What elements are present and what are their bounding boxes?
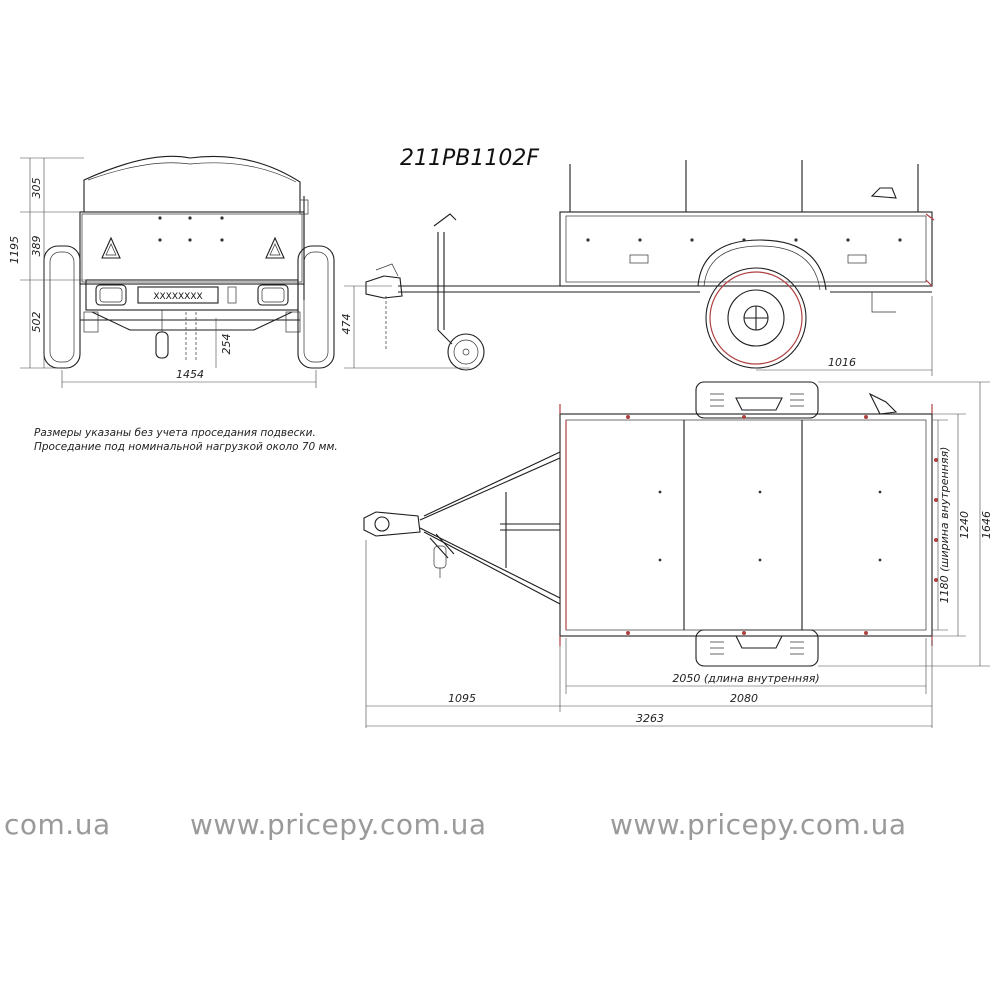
dim-1016: 1016 [828, 356, 856, 369]
watermark-2: www.pricepy.com.ua [190, 808, 487, 841]
dim-502: 502 [30, 312, 43, 333]
dim-305: 305 [30, 178, 43, 199]
rear-view-dimensions: 305 389 1195 502 1454 254 [8, 157, 317, 388]
dim-2050: 2050 (длина внутренняя) [672, 672, 819, 685]
watermark-3: www.pricepy.com.ua [610, 808, 907, 841]
dim-1195: 1195 [8, 236, 21, 264]
watermark-1: com.ua [4, 808, 111, 841]
dim-474: 474 [340, 314, 353, 335]
rear-view: XXXXXXXX [43, 155, 335, 369]
dim-1646: 1646 [980, 511, 993, 539]
license-plate [137, 286, 219, 304]
dim-389: 389 [30, 236, 43, 257]
jockey-wheel [447, 333, 485, 371]
rear-wheel-left [43, 245, 81, 369]
top-view [363, 381, 938, 667]
top-view-dimensions: 1180 (ширина внутренняя) 1240 1646 2050 … [365, 381, 993, 728]
dim-2080: 2080 [730, 692, 758, 705]
dim-1240: 1240 [958, 511, 971, 539]
rear-wheel-right [297, 245, 335, 369]
side-view [365, 160, 935, 371]
reflector-triangle-left [101, 236, 121, 259]
note-line-1: Размеры указаны без учета проседания под… [34, 427, 316, 439]
dim-1454: 1454 [176, 368, 204, 381]
dim-254: 254 [220, 334, 233, 355]
side-wheel [705, 267, 807, 369]
reflector-triangle-right [265, 236, 285, 259]
dim-1095: 1095 [448, 692, 476, 705]
side-view-dimensions: 474 1016 [340, 285, 933, 376]
body-bolts [158, 216, 224, 242]
floor-bolts [658, 490, 882, 562]
dimensions-note: Размеры указаны без учета проседания под… [34, 426, 338, 454]
dim-1180: 1180 (ширина внутренняя) [938, 447, 951, 604]
model-title: 211РВ1102F [400, 146, 539, 171]
dim-3263: 3263 [636, 712, 664, 725]
license-plate-text: XXXXXXXX [153, 292, 202, 302]
note-line-2: Проседание под номинальной нагрузкой око… [34, 441, 338, 453]
